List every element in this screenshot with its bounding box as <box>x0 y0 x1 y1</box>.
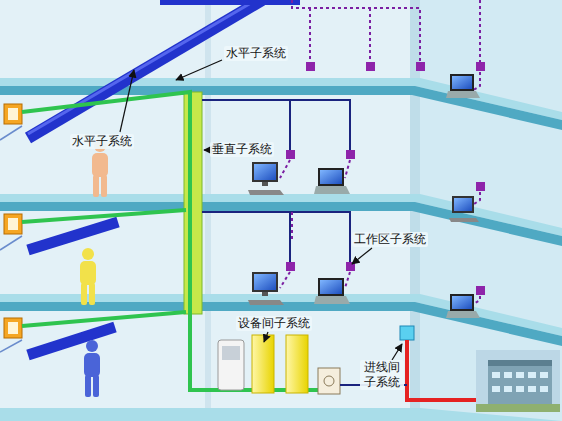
cable-trays <box>28 0 300 355</box>
entrance-label: 进线间 子系统 <box>360 360 404 390</box>
floor-slabs <box>0 78 562 421</box>
people <box>80 140 108 397</box>
info-outlets <box>286 62 485 295</box>
equipment-label: 设备间子系统 <box>236 316 312 331</box>
tray-label: 水平子系统 <box>70 134 134 149</box>
horizontal-cables <box>202 100 350 262</box>
desktop-computers <box>248 162 479 305</box>
riser-label: 垂直子系统 <box>210 142 274 157</box>
entrance-facility <box>340 326 478 400</box>
building-photo <box>476 350 560 412</box>
vertical-riser <box>184 92 202 314</box>
outlet-drops <box>280 0 480 306</box>
laptops <box>314 74 480 318</box>
tray-label: 水平子系统 <box>224 46 288 61</box>
equipment-racks <box>218 335 340 394</box>
workarea-label: 工作区子系统 <box>352 232 428 247</box>
leader-arrows <box>120 60 402 360</box>
telecom-closets <box>4 104 22 338</box>
backbone-cables <box>22 92 322 390</box>
